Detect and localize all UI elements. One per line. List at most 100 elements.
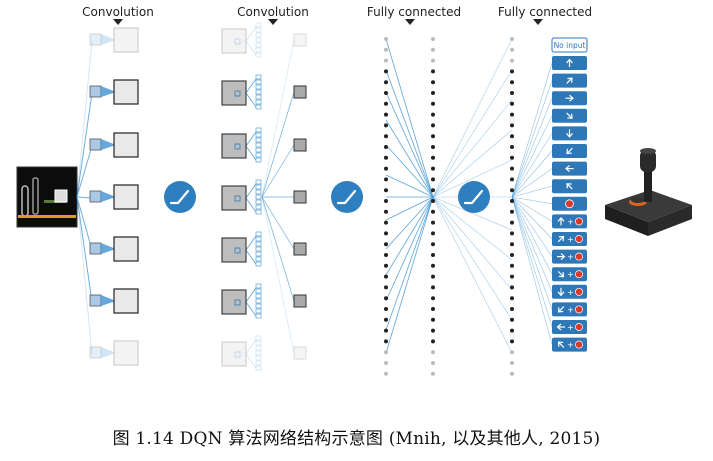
conv2-strip-cell: [255, 142, 262, 148]
conv2-output-map: [293, 33, 307, 47]
conv2-kernel: [234, 38, 241, 45]
up-arrow-icon: [557, 216, 565, 226]
up-arrow-icon: [566, 58, 573, 67]
conv2-strip-cell: [255, 246, 262, 252]
plus-sign: +: [567, 341, 574, 350]
action-connection-line: [511, 196, 553, 328]
conv1-projection: [101, 243, 116, 254]
conv2-strip-cell: [255, 335, 262, 341]
conv2-connection-line: [261, 39, 295, 198]
fc1-output-neuron: [431, 328, 435, 333]
conv2-strip-cell: [255, 27, 262, 33]
plus-sign: +: [567, 270, 574, 279]
action-connection-line: [511, 150, 553, 198]
action-down-left: [552, 144, 587, 158]
fc1-neuron: [384, 263, 388, 268]
fc1-output-neuron: [431, 166, 435, 171]
conv1-feature-map: [113, 184, 139, 210]
no-input-label: No input: [554, 41, 586, 50]
fc2-neuron: [510, 134, 514, 139]
fc1-neuron: [384, 91, 388, 95]
fc1-output-neuron: [431, 145, 435, 149]
fc1-neuron: [384, 166, 388, 171]
fc1-neuron: [384, 123, 388, 128]
fc1-neuron: [384, 296, 388, 301]
conv2-strip-cell: [255, 99, 262, 105]
action-connection-line: [511, 196, 553, 240]
fc2-connection-line: [432, 196, 513, 321]
fc1-connection-line: [385, 196, 434, 221]
fc2-neuron: [510, 91, 514, 95]
action-connection-line: [511, 98, 553, 198]
conv2-kernel: [234, 351, 241, 358]
fc1-output-neuron: [431, 37, 435, 41]
conv2-strip-cell: [255, 137, 262, 143]
plus-sign: +: [567, 288, 574, 297]
fc1-output-neuron: [431, 58, 435, 63]
conv1-connection-line: [76, 196, 93, 251]
conv2-connection-line: [261, 196, 295, 354]
action-down-right: [552, 108, 587, 123]
fire-button-icon: [565, 199, 574, 209]
fc1-output-neuron: [431, 199, 435, 203]
fc1-output-neuron: [431, 209, 435, 214]
conv2-strip-cell: [255, 74, 262, 80]
conv2-strip-cell: [255, 127, 262, 133]
action-down-fire: +: [552, 284, 587, 299]
fully-connected-layer-1: [384, 37, 435, 376]
conv2-strip-cell: [255, 293, 262, 299]
action-connection-line: [511, 196, 553, 292]
header-convolution-2: Convolution: [237, 5, 309, 19]
header-convolution-1: Convolution: [82, 5, 154, 19]
conv1-patch: [89, 85, 102, 98]
action-connection-line: [511, 115, 553, 198]
fire-button-icon: [575, 287, 583, 296]
action-connection-line: [511, 133, 553, 198]
conv1-connection-line: [76, 92, 93, 198]
fc1-connection-line: [385, 91, 434, 198]
down-left-arrow-icon: [557, 306, 565, 313]
conv2-feature-map: [221, 80, 247, 106]
fc1-neuron: [384, 328, 388, 333]
fc2-connection-line: [432, 69, 513, 198]
conv2-strip-cell: [255, 189, 262, 195]
conv2-kernel-line: [245, 339, 257, 355]
fc1-neuron: [384, 285, 388, 290]
conv2-strip-cell: [255, 47, 262, 53]
action-connection-line: [511, 80, 553, 198]
fc2-neuron: [510, 253, 514, 257]
fc1-output-neuron: [431, 155, 435, 160]
fc1-connection-line: [385, 119, 434, 198]
conv2-strip-cell: [255, 283, 262, 289]
plus-sign: +: [567, 217, 574, 226]
fc1-neuron: [384, 361, 388, 365]
fc1-neuron: [384, 69, 388, 74]
action-connection-line: [511, 196, 553, 275]
conv2-feature-map: [221, 237, 247, 263]
down-arrow-icon: [557, 287, 565, 297]
fc2-neuron: [510, 285, 514, 290]
fc1-output-neuron: [431, 123, 435, 128]
conv2-kernel-line: [245, 78, 257, 94]
fc1-output-neuron: [431, 296, 435, 301]
fc2-neuron: [510, 112, 514, 117]
fire-button-icon: [575, 323, 583, 331]
conv2-strip-cell: [255, 194, 262, 200]
fire-button-icon: [575, 305, 583, 314]
conv2-strip-cell: [255, 313, 262, 319]
activation-functions: [164, 181, 490, 213]
action-up-right-fire: +: [552, 232, 587, 246]
fc2-neuron: [510, 47, 514, 52]
fc2-neuron: [510, 371, 514, 376]
action-left-fire: +: [552, 320, 587, 334]
conv2-strip-cell: [255, 89, 262, 95]
fc1-neuron: [384, 307, 388, 311]
fc2-connection-line: [432, 196, 513, 354]
fc2-connection-line: [432, 196, 513, 231]
up-right-arrow-icon: [557, 235, 565, 243]
conv2-output-map: [293, 242, 307, 256]
conv1-patch: [89, 190, 102, 203]
conv2-connection-line: [261, 196, 295, 302]
conv2-strip-cell: [255, 209, 262, 215]
